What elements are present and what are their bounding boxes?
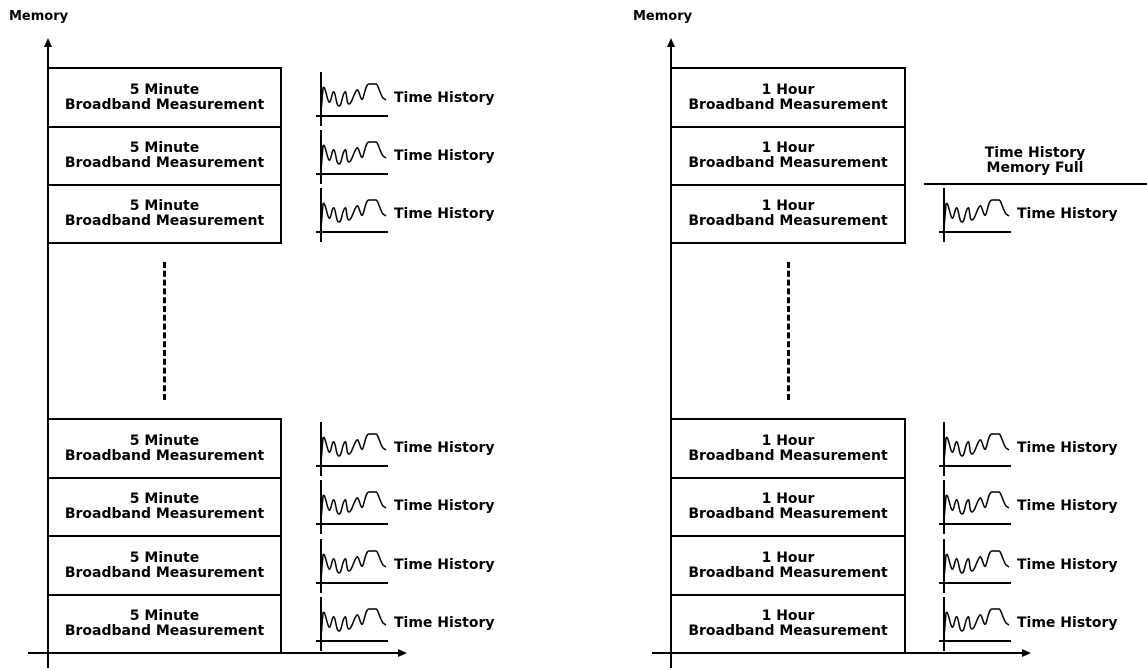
time-history-label: Time History [1017, 498, 1118, 514]
time-history-item: Time History [939, 537, 1129, 593]
box-duration: 5 Minute [129, 549, 200, 566]
box-duration: 1 Hour [761, 81, 815, 98]
time-history-label: Time History [394, 90, 495, 106]
box-duration: 5 Minute [129, 432, 200, 449]
right-vertical-arrow-icon [667, 38, 675, 47]
right-vertical-axis [670, 45, 672, 668]
box-type: Broadband Measurement [688, 155, 888, 171]
left-axis-title: Memory [9, 9, 69, 24]
left-measurement-box: 5 Minute Broadband Measurement [47, 184, 282, 244]
right-measurement-box: 1 Hour Broadband Measurement [670, 126, 906, 186]
right-axis-title: Memory [633, 9, 693, 24]
left-vertical-arrow-icon [44, 38, 52, 47]
right-measurement-box: 1 Hour Broadband Measurement [670, 477, 906, 537]
box-duration: 5 Minute [129, 491, 200, 507]
time-history-item: Time History [316, 595, 506, 651]
waveform-icon [939, 480, 1011, 534]
right-measurement-box: 1 Hour Broadband Measurement [670, 594, 906, 654]
waveform-icon [316, 597, 388, 651]
time-history-label: Time History [394, 440, 495, 456]
memory-full-line1: Time History [984, 145, 1086, 161]
box-type: Broadband Measurement [688, 213, 888, 229]
box-type: Broadband Measurement [64, 564, 265, 581]
box-duration: 5 Minute [129, 608, 200, 624]
memory-full-label: Time History Memory Full [950, 146, 1120, 176]
waveform-icon [316, 480, 388, 534]
box-type: Broadband Measurement [688, 623, 888, 639]
box-duration: 5 Minute [129, 81, 200, 98]
box-duration: 1 Hour [761, 549, 815, 566]
time-history-label: Time History [394, 148, 495, 164]
time-history-item: Time History [316, 420, 506, 476]
right-measurement-box: 1 Hour Broadband Measurement [670, 535, 906, 596]
time-history-label: Time History [394, 206, 495, 222]
right-continuation-dashed-line [787, 262, 790, 400]
box-type: Broadband Measurement [64, 155, 265, 171]
left-horizontal-arrow-icon [398, 649, 407, 657]
box-type: Broadband Measurement [688, 96, 888, 113]
waveform-icon [316, 539, 388, 593]
box-type: Broadband Measurement [688, 506, 888, 522]
left-measurement-box: 5 Minute Broadband Measurement [47, 594, 282, 654]
box-type: Broadband Measurement [688, 447, 888, 464]
time-history-label: Time History [1017, 615, 1118, 631]
box-type: Broadband Measurement [64, 213, 265, 229]
time-history-label: Time History [1017, 440, 1118, 456]
waveform-icon [316, 188, 388, 242]
box-duration: 1 Hour [761, 198, 815, 214]
time-history-item: Time History [316, 186, 506, 242]
left-measurement-box: 5 Minute Broadband Measurement [47, 67, 282, 128]
waveform-icon [316, 72, 388, 126]
time-history-label: Time History [394, 498, 495, 514]
left-measurement-box: 5 Minute Broadband Measurement [47, 418, 282, 479]
box-duration: 1 Hour [761, 432, 815, 449]
time-history-item: Time History [939, 186, 1129, 242]
waveform-icon [316, 422, 388, 476]
time-history-label: Time History [394, 557, 495, 573]
left-measurement-box: 5 Minute Broadband Measurement [47, 477, 282, 537]
memory-full-divider [924, 183, 1147, 185]
box-duration: 1 Hour [761, 491, 815, 507]
box-duration: 5 Minute [129, 140, 200, 156]
box-duration: 1 Hour [761, 608, 815, 624]
waveform-icon [316, 130, 388, 184]
waveform-icon [939, 422, 1011, 476]
box-type: Broadband Measurement [64, 447, 265, 464]
time-history-item: Time History [316, 478, 506, 534]
right-measurement-box: 1 Hour Broadband Measurement [670, 418, 906, 479]
waveform-icon [939, 597, 1011, 651]
box-type: Broadband Measurement [64, 96, 265, 113]
left-continuation-dashed-line [163, 262, 166, 400]
time-history-item: Time History [939, 595, 1129, 651]
left-measurement-box: 5 Minute Broadband Measurement [47, 535, 282, 596]
left-measurement-box: 5 Minute Broadband Measurement [47, 126, 282, 186]
right-horizontal-arrow-icon [1022, 649, 1031, 657]
time-history-label: Time History [1017, 206, 1118, 222]
box-duration: 1 Hour [761, 140, 815, 156]
waveform-icon [939, 188, 1011, 242]
time-history-item: Time History [316, 70, 506, 126]
time-history-item: Time History [316, 128, 506, 184]
time-history-item: Time History [316, 537, 506, 593]
left-vertical-axis [47, 45, 49, 668]
time-history-item: Time History [939, 420, 1129, 476]
time-history-label: Time History [394, 615, 495, 631]
box-type: Broadband Measurement [688, 564, 888, 581]
box-type: Broadband Measurement [64, 506, 265, 522]
waveform-icon [939, 539, 1011, 593]
box-duration: 5 Minute [129, 198, 200, 214]
box-type: Broadband Measurement [64, 623, 265, 639]
memory-full-line2: Memory Full [986, 160, 1084, 176]
right-measurement-box: 1 Hour Broadband Measurement [670, 184, 906, 244]
time-history-label: Time History [1017, 557, 1118, 573]
right-measurement-box: 1 Hour Broadband Measurement [670, 67, 906, 128]
time-history-item: Time History [939, 478, 1129, 534]
